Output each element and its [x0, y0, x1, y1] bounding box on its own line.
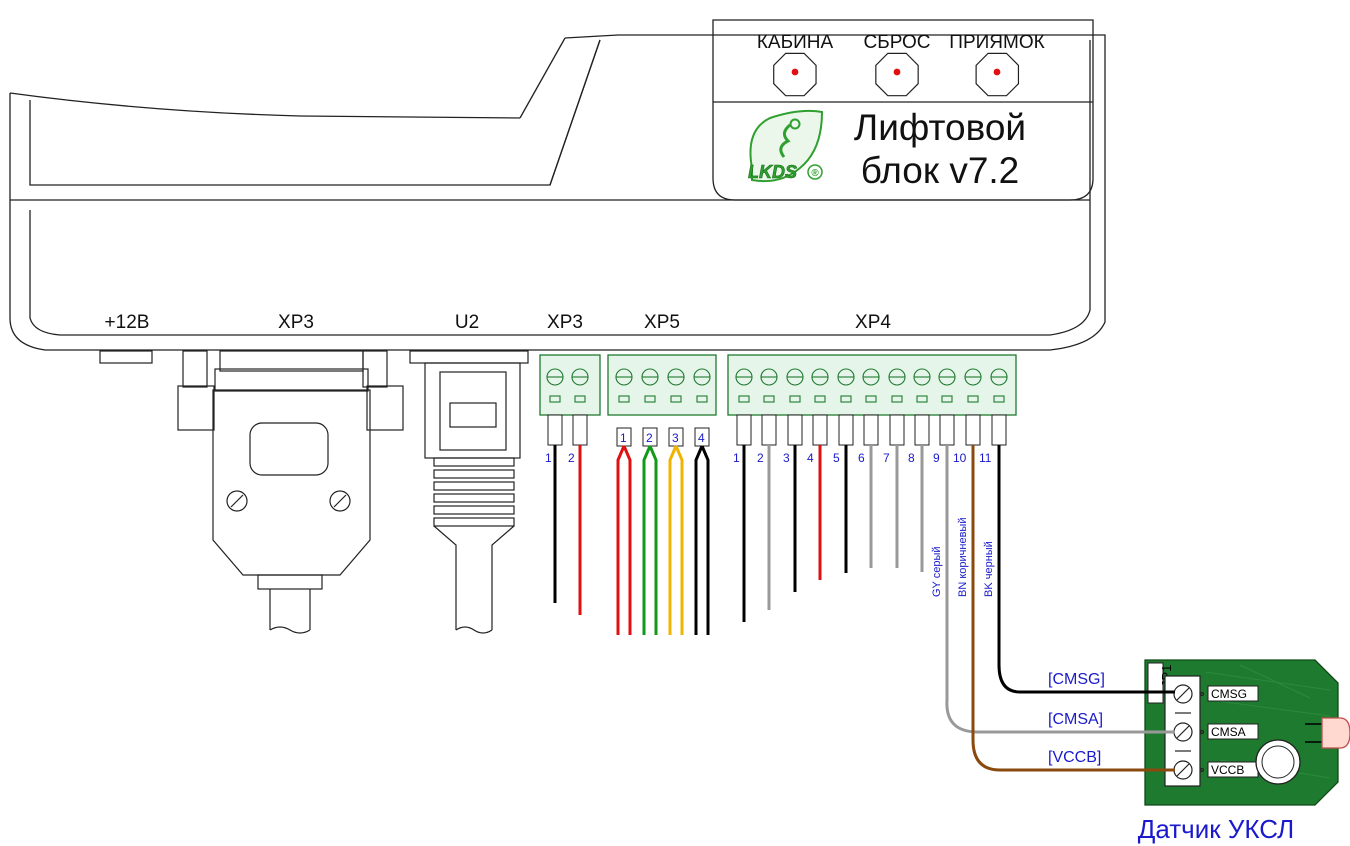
xp4-pin-stub — [863, 414, 879, 446]
xp4-pin-9: 9 — [933, 451, 940, 465]
xp4-latch — [967, 395, 979, 403]
label-u2: U2 — [455, 312, 479, 333]
xp5-wire-3 — [668, 445, 684, 635]
sensor-caption: Датчик УКСЛ — [1138, 814, 1294, 844]
xp5-wire-4 — [694, 445, 710, 635]
xp5-pin-3: 3 — [672, 431, 679, 445]
xp4-pin-8: 8 — [908, 451, 915, 465]
wire-cmsg — [997, 445, 1175, 694]
leaf-icon — [779, 123, 791, 158]
lkds-logo: LKDS ® — [748, 109, 824, 182]
logo-text: LKDS — [748, 162, 797, 182]
label-xp4: XP4 — [855, 312, 891, 333]
xp4-pin-stub — [761, 414, 777, 446]
xp4-screws — [735, 368, 1008, 403]
button-pit-led — [993, 68, 1001, 76]
button-pit[interactable]: ПРИЯМОК — [949, 32, 1045, 97]
xp4-pin-5: 5 — [833, 451, 840, 465]
label-db9: XP3 — [278, 312, 314, 333]
xp3-terminal-block: 1 2 — [539, 354, 601, 615]
xp4-pin-10: 10 — [953, 451, 967, 465]
xp4-pin-stub — [914, 414, 930, 446]
label-xp3: XP3 — [547, 312, 583, 333]
button-reset-led — [893, 68, 901, 76]
xp4-latch — [840, 395, 852, 403]
db9-connector — [177, 350, 404, 634]
xp4-latch — [993, 395, 1005, 403]
xp3-pin-2: 2 — [568, 451, 575, 465]
button-pit-label: ПРИЯМОК — [949, 32, 1044, 53]
xp4-latch — [738, 395, 750, 403]
xp5-wire-1 — [616, 445, 632, 635]
xp4-latch — [891, 395, 903, 403]
xp4-pin-2: 2 — [757, 451, 764, 465]
xp5-wire-2 — [642, 445, 658, 635]
signal-vccb: [VCCB] — [1048, 749, 1101, 766]
xp4-pin-11: 11 — [979, 451, 992, 465]
button-cabin[interactable]: КАБИНА — [757, 32, 834, 97]
unit-title-line1: Лифтовой — [854, 107, 1026, 148]
xp4-latch — [916, 395, 928, 403]
rj45-connector — [409, 350, 529, 634]
wire-label-gray: GY серый — [931, 546, 943, 597]
wire-cmsa — [945, 445, 1175, 734]
xp4-pin-stub — [991, 414, 1007, 446]
xp4-pin-stub — [787, 414, 803, 446]
xp4-latch — [763, 395, 775, 403]
xp4-pin-3: 3 — [783, 451, 790, 465]
xp4-pins — [736, 414, 1007, 446]
wire-vccb — [971, 445, 1175, 772]
xp4-pin-6: 6 — [858, 451, 865, 465]
sensor-board: JP1 CMSG CMSA VCCB — [1144, 659, 1350, 806]
xp5-pin-4: 4 — [698, 431, 705, 445]
terminal-cmsa: CMSA — [1211, 725, 1246, 739]
xp4-pin-1: 1 — [733, 451, 740, 465]
xp5-terminal-block: 1 2 3 4 — [607, 354, 717, 635]
control-panel — [712, 19, 1094, 201]
xp4-pin-stub — [965, 414, 981, 446]
button-cabin-led — [791, 68, 799, 76]
unit-housing — [9, 34, 1106, 351]
xp4-pin-stub — [889, 414, 905, 446]
xp4-wires — [742, 445, 924, 622]
signal-cmsa: [CMSA] — [1048, 711, 1103, 728]
xp4-pin-stub — [736, 414, 752, 446]
signal-cmsg: [CMSG] — [1048, 671, 1105, 688]
wire-label-black: BK черный — [983, 541, 995, 597]
xp4-terminal-block: 1 2 3 4 5 6 7 8 9 10 11 — [727, 354, 1017, 622]
label-power: +12В — [105, 312, 150, 333]
xp5-pin-1: 1 — [620, 431, 627, 445]
label-xp5: XP5 — [644, 312, 680, 333]
xp3-pin-1: 1 — [545, 451, 552, 465]
button-reset[interactable]: СБРОС — [864, 32, 931, 97]
logo-registered: ® — [811, 168, 819, 179]
terminal-cmsg: CMSG — [1211, 687, 1247, 701]
xp4-pin-stub — [838, 414, 854, 446]
button-cabin-label: КАБИНА — [757, 32, 834, 53]
power-jack — [99, 350, 153, 364]
xp4-latch — [865, 395, 877, 403]
xp4-pin-4: 4 — [807, 451, 814, 465]
xp4-pin-7: 7 — [883, 451, 890, 465]
xp4-latch — [814, 395, 826, 403]
xp4-pin-stub — [939, 414, 955, 446]
wire-label-brown: BN коричневый — [957, 518, 969, 597]
terminal-vccb: VCCB — [1211, 763, 1244, 777]
xp4-latch — [789, 395, 801, 403]
unit-title-line2: блок v7.2 — [861, 150, 1020, 191]
button-reset-label: СБРОС — [864, 32, 931, 53]
xp5-pin-2: 2 — [646, 431, 653, 445]
xp4-pin-stub — [812, 414, 828, 446]
xp4-latch — [941, 395, 953, 403]
